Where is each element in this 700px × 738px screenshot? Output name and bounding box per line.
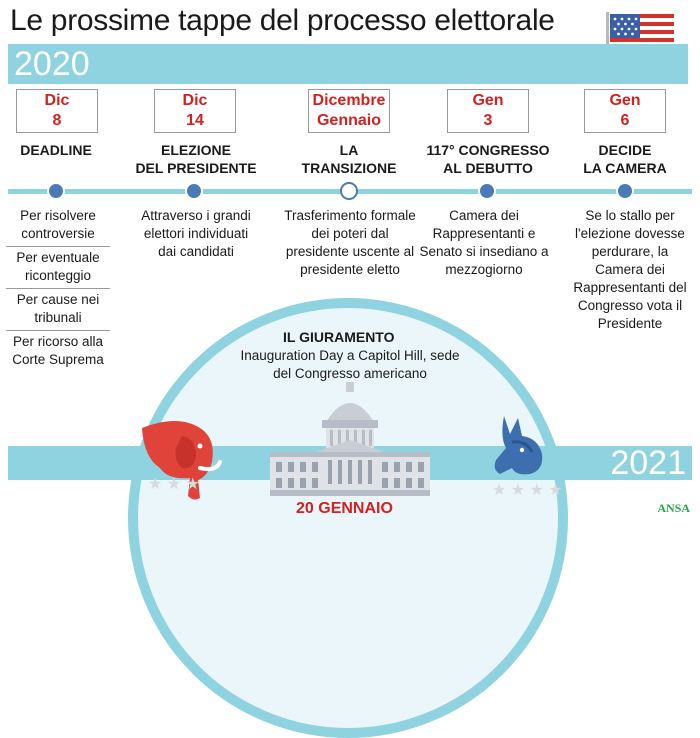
- star-icon: ★: [529, 482, 544, 499]
- phase-congresso: 117° CONGRESSO AL DEBUTTO: [418, 141, 558, 177]
- deadline-list: Per risolvere controversie Per eventuale…: [6, 207, 110, 369]
- date-month: Dicembre: [312, 92, 386, 109]
- star-icon: ★: [492, 482, 507, 499]
- timeline-dot-current: [340, 182, 358, 200]
- camera-desc: Se lo stallo per l'elezione dovesse perd…: [573, 208, 687, 331]
- phase-line: LA: [339, 142, 359, 158]
- congresso-desc: Camera dei Rappresentanti e Senato si in…: [419, 208, 549, 277]
- star-icon: ★: [510, 482, 526, 499]
- page-title: Le prossime tappe del processo elettoral…: [10, 4, 555, 37]
- donkey-stars: ★ ★ ★ ★: [492, 480, 563, 500]
- phase-line: 117° CONGRESSO: [426, 142, 550, 158]
- year-start-label: 2020: [14, 45, 90, 83]
- date-box-dic-8: Dic 8: [16, 89, 98, 133]
- date-box-gen-3: Gen 3: [447, 89, 529, 133]
- phase-line: LA CAMERA: [583, 160, 667, 176]
- capitol-icon: [270, 380, 430, 503]
- year-band-2020: 2020: [8, 44, 688, 84]
- phase-line: ELEZIONE: [160, 142, 231, 158]
- star-icon: ★: [548, 482, 563, 499]
- date-month: Dic: [182, 92, 208, 109]
- timeline-dot: [478, 182, 496, 200]
- date-day: 8: [52, 112, 62, 129]
- list-item: Per cause nei tribunali: [6, 289, 110, 331]
- phase-line: DEL PRESIDENTE: [135, 160, 257, 176]
- donkey-icon: [486, 412, 556, 487]
- list-item: Per risolvere controversie: [6, 207, 110, 247]
- timeline-dot: [47, 182, 65, 200]
- phase-line: DEADLINE: [20, 142, 92, 158]
- phase-camera: DECIDE LA CAMERA: [555, 141, 695, 177]
- phase-transizione: LA TRANSIZIONE: [279, 141, 419, 177]
- elezione-desc: Attraverso i grandi elettori individuati…: [141, 208, 251, 259]
- list-item: Per ricorso alla Corte Suprema: [12, 334, 104, 367]
- star-icon: ★: [166, 476, 182, 493]
- list-item: Per eventuale riconteggio: [6, 247, 110, 289]
- timeline-dot: [185, 182, 203, 200]
- elephant-stars: ★ ★ ★: [148, 474, 200, 494]
- star-icon: ★: [148, 476, 163, 493]
- date-month: Gen: [609, 92, 641, 109]
- date-day: 6: [620, 112, 630, 129]
- star-icon: ★: [185, 476, 200, 493]
- transizione-desc: Trasferimento formale dei poteri dal pre…: [284, 208, 416, 277]
- phase-deadline: DEADLINE: [0, 141, 126, 159]
- date-month: Dic: [44, 92, 70, 109]
- date-box-gen-6: Gen 6: [584, 89, 666, 133]
- phase-line: DECIDE: [598, 142, 652, 158]
- giuramento-title: IL GIURAMENTO: [283, 329, 395, 345]
- phase-elezione: ELEZIONE DEL PRESIDENTE: [126, 141, 266, 177]
- credit-logo: ANSA: [657, 501, 690, 515]
- date-day: 3: [483, 112, 493, 129]
- phase-line: TRANSIZIONE: [301, 160, 397, 176]
- inauguration-date: 20 GENNAIO: [296, 500, 393, 517]
- date-box-dicembre-gennaio: Dicembre Gennaio: [308, 89, 390, 133]
- date-day: 14: [186, 112, 204, 129]
- timeline-dot: [616, 182, 634, 200]
- year-end-label: 2021: [610, 444, 686, 482]
- date-day: Gennaio: [316, 112, 381, 129]
- elephant-icon: [138, 418, 228, 513]
- date-month: Gen: [472, 92, 504, 109]
- phase-line: AL DEBUTTO: [443, 160, 533, 176]
- date-box-dic-14: Dic 14: [154, 89, 236, 133]
- giuramento-text: Inauguration Day a Capitol Hill, sede de…: [240, 348, 460, 381]
